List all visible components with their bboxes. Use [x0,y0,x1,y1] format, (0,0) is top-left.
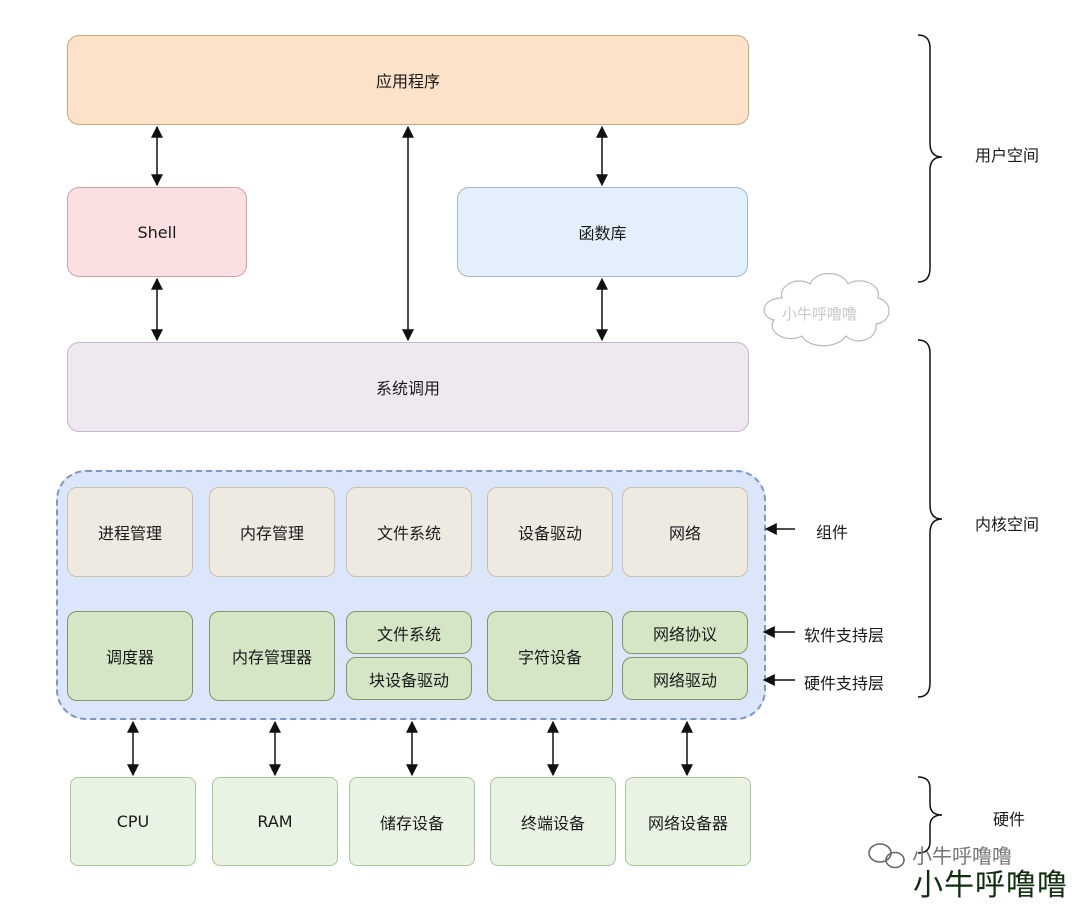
hw-storage: 储存设备 [349,777,475,866]
hw-network: 网络设备器 [625,777,751,866]
software-support-label: 软件支持层 [804,626,885,645]
hw-terminal: 终端设备 [490,777,616,866]
app-label: 应用程序 [375,72,440,91]
scheduler-box: 调度器 [67,611,193,701]
hw-label: 终端设备 [520,813,585,833]
syscall-label: 系统调用 [375,379,440,398]
hw-label: 网络设备器 [647,813,728,833]
hw-label: 储存设备 [379,813,444,833]
component-network: 网络 [622,487,748,577]
hardware-support-label: 硬件支持层 [804,674,885,693]
signature-watermark: 小牛呼噜噜 [913,868,1068,903]
net-protocol-box: 网络协议 [622,611,748,654]
memory-manager-label: 内存管理器 [231,648,312,667]
scheduler-label: 调度器 [105,648,154,667]
component-label: 文件系统 [376,524,441,543]
kernel-space-label: 内核空间 [975,515,1040,534]
lib-box: 函数库 [457,187,748,277]
fs-support-box: 文件系统 [346,611,472,654]
char-device-box: 字符设备 [487,611,613,701]
hw-cpu: CPU [70,777,196,866]
fs-support-label: 文件系统 [376,624,441,644]
component-filesystem: 文件系统 [346,487,472,577]
hardware-label: 硬件 [993,810,1026,829]
char-device-label: 字符设备 [517,648,582,667]
block-driver-label: 块设备驱动 [368,670,449,690]
component-memory: 内存管理 [209,487,335,577]
block-driver-box: 块设备驱动 [346,657,472,700]
component-process: 进程管理 [67,487,193,577]
user-space-label: 用户空间 [975,146,1040,165]
hw-label: RAM [257,812,293,831]
cloud-watermark: 小牛呼噜噜 [782,305,858,323]
component-device-driver: 设备驱动 [487,487,613,577]
net-protocol-label: 网络协议 [652,624,717,644]
component-label: 内存管理 [239,524,304,543]
hw-label: CPU [116,812,150,831]
component-label: 设备驱动 [517,524,582,543]
wechat-icon [868,843,905,869]
brace-kernel-space [917,339,943,698]
lib-label: 函数库 [578,224,627,243]
memory-manager-box: 内存管理器 [209,611,335,701]
wechat-watermark: 小牛呼噜噜 [912,844,1012,868]
net-driver-box: 网络驱动 [622,657,748,700]
component-label: 进程管理 [97,524,162,543]
app-box: 应用程序 [67,35,749,125]
net-driver-label: 网络驱动 [652,670,717,690]
shell-label: Shell [137,222,177,242]
brace-user-space [917,34,943,283]
syscall-box: 系统调用 [67,342,749,432]
components-label: 组件 [816,523,849,542]
component-label: 网络 [668,524,701,543]
shell-box: Shell [67,187,247,277]
hw-ram: RAM [212,777,338,866]
